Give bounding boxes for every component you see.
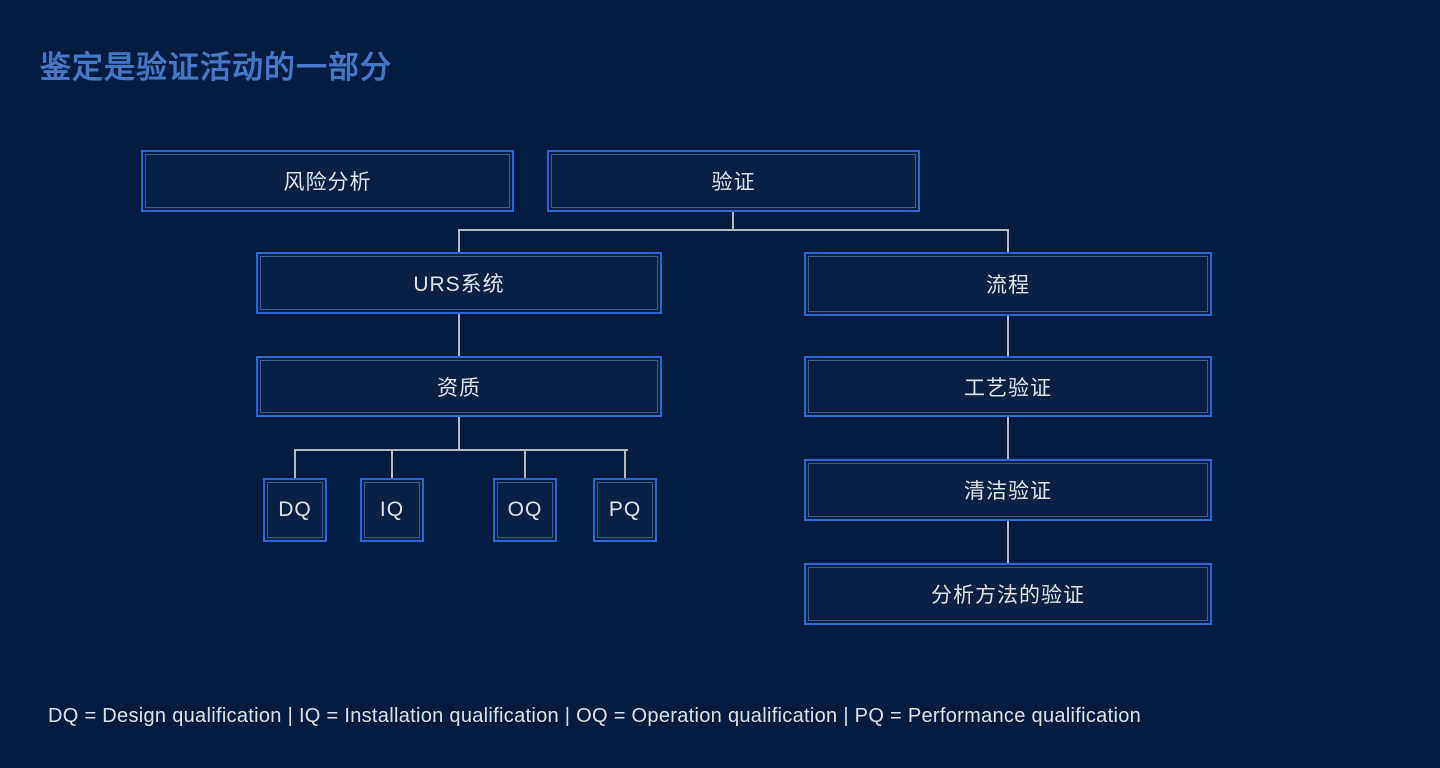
- connector-urs-to-qualification: [458, 314, 460, 356]
- connector-cleaning-to-analytical-method-validation: [1007, 521, 1009, 563]
- node-cleaning-validation: 清洁验证: [804, 459, 1212, 521]
- connector-to-process: [1007, 229, 1009, 252]
- qualification-legend: DQ = Design qualification | IQ = Install…: [48, 705, 1142, 727]
- connector-to-oq: [524, 449, 526, 478]
- node-iq: IQ: [360, 478, 424, 542]
- node-urs-system: URS系统: [256, 252, 662, 314]
- connector-qualification-drop: [458, 417, 460, 449]
- connector-to-iq: [391, 449, 393, 478]
- connector-process-to-process-validation: [1007, 316, 1009, 356]
- connector-process-validation-to-cleaning: [1007, 417, 1009, 459]
- connector-qualification-branch: [294, 449, 628, 451]
- connector-validation-drop: [732, 212, 734, 231]
- connector-to-dq: [294, 449, 296, 478]
- node-process-validation: 工艺验证: [804, 356, 1212, 417]
- node-dq: DQ: [263, 478, 327, 542]
- node-risk-analysis: 风险分析: [141, 150, 514, 212]
- node-qualification: 资质: [256, 356, 662, 417]
- node-process: 流程: [804, 252, 1212, 316]
- connector-validation-branch: [458, 229, 1009, 231]
- node-analytical-method-validation: 分析方法的验证: [804, 563, 1212, 625]
- page-title: 鉴定是验证活动的一部分: [40, 50, 392, 85]
- connector-to-urs-system: [458, 229, 460, 252]
- node-pq: PQ: [593, 478, 657, 542]
- node-validation: 验证: [547, 150, 920, 212]
- connector-to-pq: [624, 449, 626, 478]
- node-oq: OQ: [493, 478, 557, 542]
